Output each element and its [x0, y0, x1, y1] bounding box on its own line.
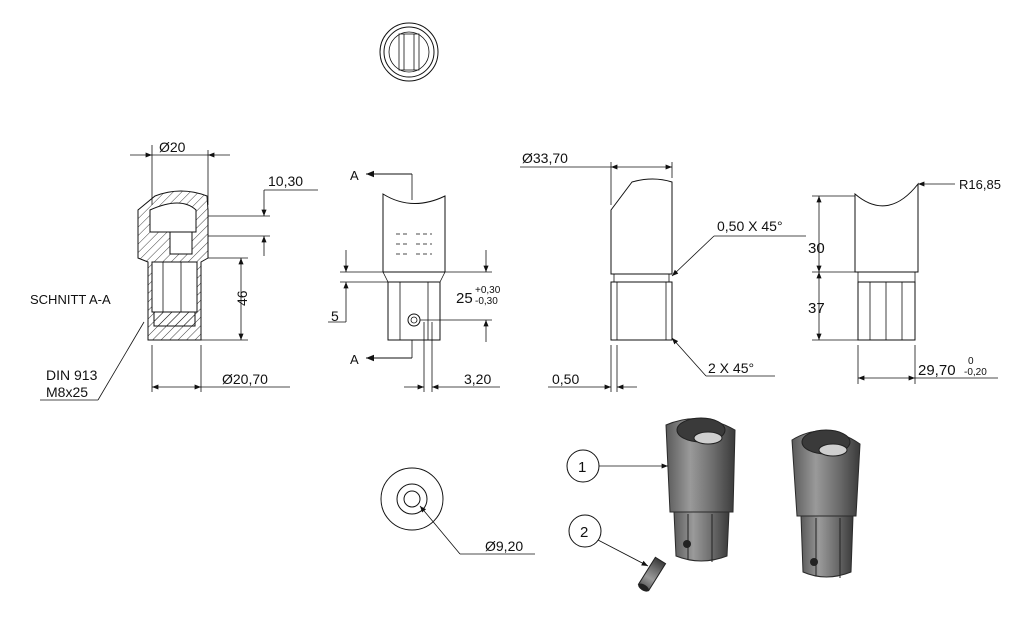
dim-29-70-tol-plus: 0 — [968, 356, 974, 367]
din-913-label: DIN 913 — [46, 367, 98, 383]
isometric-assembly: 1 2 — [566, 417, 861, 592]
chamfer-top-label: 0,50 X 45° — [717, 218, 783, 234]
front-view: A A 25 +0,30 -0,30 5 3,20 — [328, 168, 501, 392]
dim-25-tol-minus: -0,30 — [475, 296, 498, 307]
dia-33-70-label: Ø33,70 — [522, 150, 568, 166]
top-view — [379, 22, 439, 82]
dim-25-label: 25 — [456, 290, 473, 307]
dim-3-20-label: 3,20 — [464, 371, 491, 387]
dim-29-70-label: 29,70 — [918, 362, 956, 379]
right-view: R16,85 30 37 29,70 0 -0,20 — [808, 177, 1001, 384]
m8x25-label: M8x25 — [46, 384, 88, 400]
dim-30-label: 30 — [808, 240, 825, 257]
bottom-view: Ø9,20 — [380, 467, 535, 555]
dim-10-30-label: 10,30 — [268, 173, 303, 189]
balloon-1-label: 1 — [578, 459, 586, 476]
dim-0-50-label: 0,50 — [552, 371, 579, 387]
chamfer-bottom-label: 2 X 45° — [708, 360, 754, 376]
dim-25-tol-plus: +0,30 — [475, 285, 501, 296]
section-mark-a-top: A — [350, 168, 359, 183]
side-view: Ø33,70 0,50 X 45° 2 X 45° 0,50 — [520, 150, 806, 392]
dia-9-20-label: Ø9,20 — [485, 538, 523, 554]
balloon-2-label: 2 — [580, 524, 588, 541]
section-mark-a-bottom: A — [350, 352, 359, 367]
dia-20-70-label: Ø20,70 — [222, 371, 268, 387]
dia-20-label: Ø20 — [159, 139, 186, 155]
dim-29-70-tol-minus: -0,20 — [964, 367, 987, 378]
section-title: SCHNITT A-A — [30, 292, 111, 307]
section-view: Ø20 10,30 46 SCHNITT A-A DIN 913 M8x25 Ø… — [30, 139, 318, 401]
dim-37-label: 37 — [808, 300, 825, 317]
dim-5-label: 5 — [331, 308, 339, 324]
dim-46-label: 46 — [234, 290, 250, 306]
r-16-85-label: R16,85 — [959, 177, 1001, 192]
